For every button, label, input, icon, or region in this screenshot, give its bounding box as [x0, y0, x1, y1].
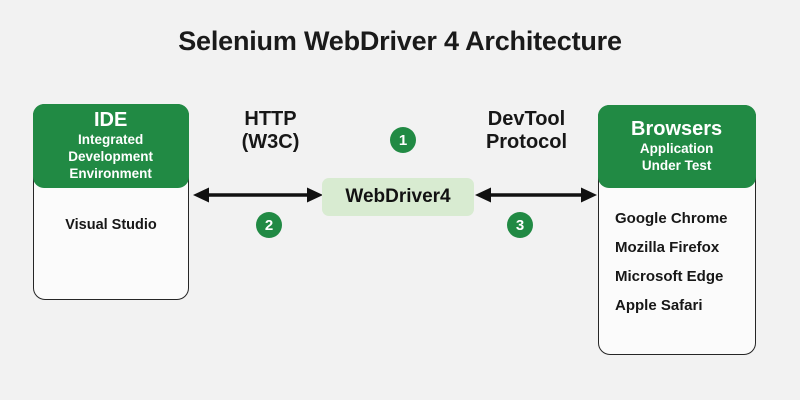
webdriver-node: WebDriver4: [322, 178, 474, 216]
browsers-node-header: Browsers Application Under Test: [597, 104, 756, 188]
browsers-node-card: Browsers Application Under Test Google C…: [597, 104, 756, 355]
list-item: Visual Studio: [65, 217, 157, 233]
list-item: Mozilla Firefox: [615, 239, 720, 256]
page-title: Selenium WebDriver 4 Architecture: [178, 26, 622, 56]
step-badge-3: 3: [507, 212, 533, 238]
step-badge-2: 2: [256, 212, 282, 238]
ide-header-subtitle-line2: Development: [68, 149, 153, 165]
browsers-header-subtitle-line2: Under Test: [641, 157, 712, 173]
label-http-w3c: HTTP (W3C): [199, 108, 342, 155]
browsers-node-body: Google Chrome Mozilla Firefox Microsoft …: [599, 210, 755, 326]
webdriver-label: WebDriver4: [345, 186, 451, 207]
label-http-line2: (W3C): [241, 131, 300, 154]
label-devtool-line1: DevTool: [487, 108, 566, 130]
list-item: Google Chrome: [615, 210, 728, 227]
arrow-webdriver-to-browsers: [474, 184, 598, 206]
ide-header-subtitle-line3: Environment: [69, 165, 152, 181]
browsers-header-title: Browsers: [631, 117, 723, 140]
ide-node-card: IDE Integrated Development Environment V…: [32, 103, 189, 300]
step-badge-1: 1: [390, 127, 416, 153]
ide-node-header: IDE Integrated Development Environment: [32, 103, 189, 188]
label-http-line1: HTTP: [244, 108, 297, 130]
ide-header-subtitle-line1: Integrated: [77, 132, 144, 148]
list-item: Apple Safari: [615, 297, 703, 314]
browsers-header-subtitle-line1: Application: [639, 141, 714, 157]
label-devtool-line2: Protocol: [485, 131, 568, 154]
ide-header-title: IDE: [93, 108, 128, 131]
list-item: Microsoft Edge: [615, 268, 724, 285]
arrow-ide-to-webdriver: [192, 184, 324, 206]
label-devtool-protocol: DevTool Protocol: [455, 108, 598, 155]
ide-node-body: Visual Studio: [34, 217, 188, 233]
